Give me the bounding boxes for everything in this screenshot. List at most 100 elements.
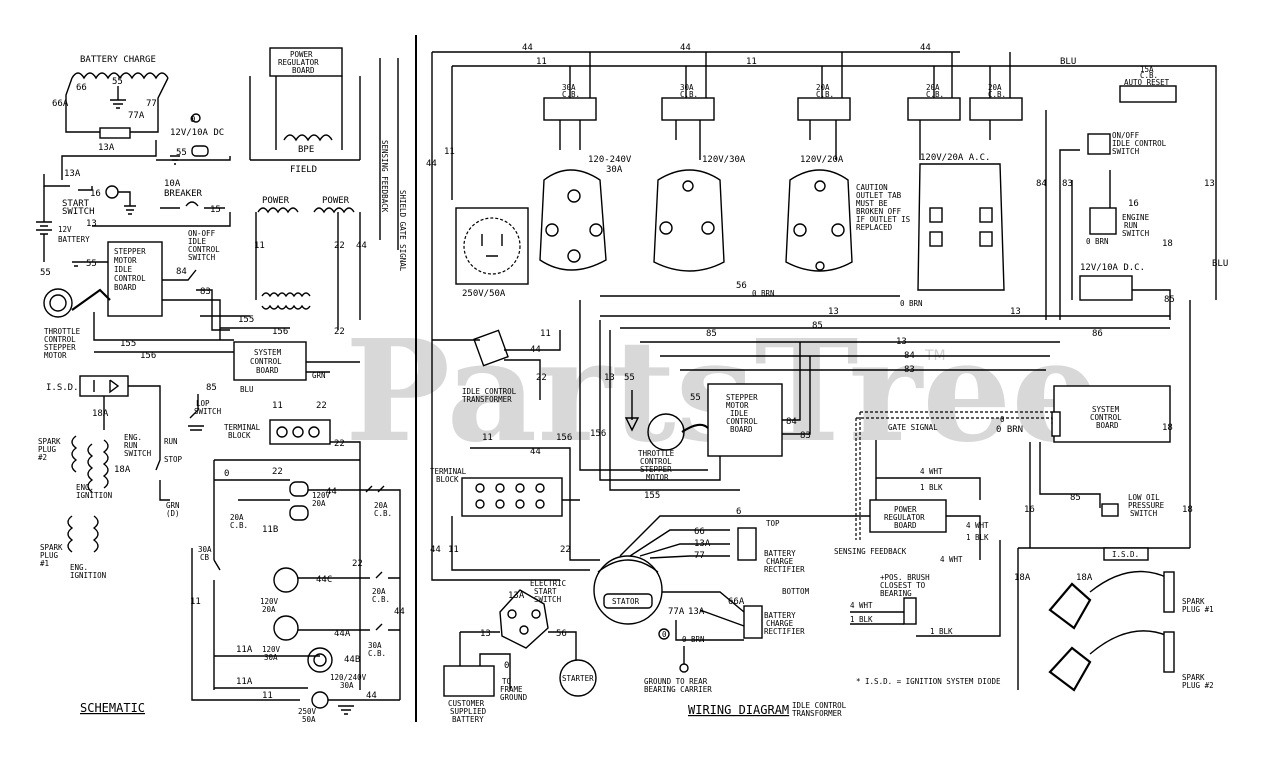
wire-18-lop-2: 18 (1162, 423, 1173, 433)
cb20-label-2: C.B. (230, 521, 248, 530)
cb-15a-label-3: AUTO RESET (1124, 78, 1170, 87)
wiring-panel: 44 44 44 11 11 BLU 44 11 30A C.B. 30A C.… (426, 43, 1228, 724)
receptacles: 250V/50A 120-240V 30A 120V/30A 120V/20A (455, 153, 1005, 299)
wire-77a: 77A (668, 607, 685, 617)
throttle-label-2: CONTROL (44, 335, 76, 344)
wire-11b: 11B (262, 525, 278, 535)
schematic-power-regulator: POWER REGULATOR BOARD BPE FIELD POWER PO… (200, 47, 407, 337)
customer-battery (443, 665, 495, 697)
spark2-w-label: SPARK (1182, 673, 1205, 682)
wire-83-mid: 83 (904, 365, 915, 375)
dc12-wiring-label: 12V/10A D.C. (1080, 263, 1145, 273)
bpe-label: BPE (298, 145, 314, 155)
onoff-sw-label: ON/OFF (1112, 131, 1140, 140)
pwr-w-label: POWER (894, 505, 917, 514)
wire-11a-2: 11A (236, 677, 253, 687)
start-group: ELECTRIC START SWITCH 13A 13 56 CUSTOMER… (443, 579, 597, 724)
cb-30a-2-label-2: C.B. (680, 90, 698, 99)
batt-rect-label-2: CHARGE (766, 557, 794, 566)
wire-22-tb: 22 (334, 439, 345, 449)
wire-83-step: 83 (800, 431, 811, 441)
grn-d-label: GRN (166, 501, 180, 510)
wire-55-batt: 55 (40, 268, 51, 278)
wire-11-left: 11 (444, 147, 455, 157)
wire-156: 156 (272, 327, 288, 337)
stepper-w-label-4: CONTROL (726, 417, 758, 426)
batt-rect-label: BATTERY (764, 549, 796, 558)
lop-w-label-3: SWITCH (1130, 509, 1158, 518)
onoff-label-4: SWITCH (188, 253, 216, 262)
cb20-label-3: 20A (374, 501, 388, 510)
v120-20-label-3: 120V (260, 597, 279, 606)
top-label: TOP (766, 519, 780, 528)
eng-ign-label-4: IGNITION (70, 571, 106, 580)
cb-15a-auto-reset (1119, 85, 1177, 103)
receptacle-240-label: 120-240V (588, 155, 632, 165)
brush-label: +POS. BRUSH (880, 573, 930, 582)
wire-66a: 66A (728, 597, 745, 607)
dc12-label: 12V/10A DC (170, 128, 224, 138)
wiring-title: WIRING DIAGRAM (688, 703, 789, 717)
term-label: TERMINAL (224, 423, 261, 432)
throttle-label-3: STEPPER (44, 343, 76, 352)
sensing-fb-label: SENSING FEEDBACK (834, 547, 907, 556)
lop-w-label-2: PRESSURE (1128, 501, 1165, 510)
stepper-w-label-3: IDLE (730, 409, 749, 418)
spark1-w-label-2: PLUG #1 (1182, 605, 1214, 614)
term-w-label: TERMINAL (430, 467, 467, 476)
v120-20-label-2: 20A (312, 499, 326, 508)
wire-22-tb: 22 (560, 545, 571, 555)
term-label-2: BLOCK (228, 431, 251, 440)
cb-30a-1 (543, 97, 597, 121)
wire-22-e: 22 (272, 467, 283, 477)
wiring-terminal-block: TERMINAL BLOCK 11 44 44 11 22 (430, 340, 600, 581)
cb20-label-6: C.B. (372, 595, 390, 604)
batt-rect-label-3: RECTIFIER (764, 565, 805, 574)
wire-4wht: 4 WHT (920, 467, 943, 476)
start-switch-label-2: SWITCH (62, 207, 95, 217)
frame-label-3: GROUND (500, 693, 528, 702)
cb-20a-2-label: 20A (926, 83, 940, 92)
cb30-label: 30A (368, 641, 382, 650)
eng-run-label: ENG. (124, 433, 142, 442)
wire-86-mid: 86 (1092, 329, 1103, 339)
wire-22-pwr: 22 (334, 241, 345, 251)
onoff-label-3: CONTROL (188, 245, 220, 254)
wire-4wht-2: 4 WHT (966, 521, 989, 530)
wire-84-step: 84 (786, 417, 797, 427)
estart-label-2: START (534, 587, 557, 596)
wiring-sub-2: TRANSFORMER (792, 709, 842, 718)
wire-55: 55 (112, 77, 123, 87)
caution-label-3: MUST BE (856, 199, 888, 208)
cb-15a-label: 15A (1140, 65, 1154, 74)
wiring-power-regulator: POWER REGULATOR BOARD 4 WHT 1 BLK 4 WHT … (869, 415, 1005, 564)
blu-label: BLU (240, 385, 254, 394)
wire-0-sys: 0 (1000, 415, 1005, 424)
stepper-board-label-3: IDLE (114, 265, 133, 274)
cb20-label-5: 20A (372, 587, 386, 596)
isd-label: I.S.D. (46, 383, 79, 393)
wire-1blk: 1 BLK (920, 483, 943, 492)
wire-1blk-2: 1 BLK (966, 533, 989, 542)
dc-12v-outlet (1079, 275, 1133, 301)
spark2-label-3: #2 (38, 453, 47, 462)
cb-15a-label-2: C.B. (1140, 71, 1158, 80)
stop-label: STOP (164, 455, 183, 464)
spark2-label: SPARK (38, 437, 61, 446)
wire-18a-w: 18A (1014, 573, 1031, 583)
harness: 56 0 BRN 0 BRN 13 13 85 86 85 13 84 83 0… (600, 237, 1170, 375)
wire-11-bot: 11 (262, 691, 273, 701)
schematic-terminal-block: TERMINAL BLOCK 22 22 0 (214, 419, 361, 690)
cb-30a-2-label: 30A (680, 83, 694, 92)
wire-66: 66 (694, 527, 705, 537)
dc12-marker: 0 (190, 115, 195, 125)
schematic-stepper-board: STEPPER MOTOR IDLE CONTROL BOARD 55 ON-O… (72, 229, 230, 340)
schematic-throttle-motor: THROTTLE CONTROL STEPPER MOTOR (43, 288, 111, 360)
receptacle-120-240v-30a (539, 169, 607, 271)
wire-18a-w-2: 18A (1076, 573, 1093, 583)
schematic-rectifier: 13A 13A (61, 127, 231, 180)
caution-label-5: IF OUTLET IS (856, 215, 911, 224)
battery-charge-label: BATTERY CHARGE (80, 55, 156, 65)
starter-label: STARTER (562, 674, 594, 683)
